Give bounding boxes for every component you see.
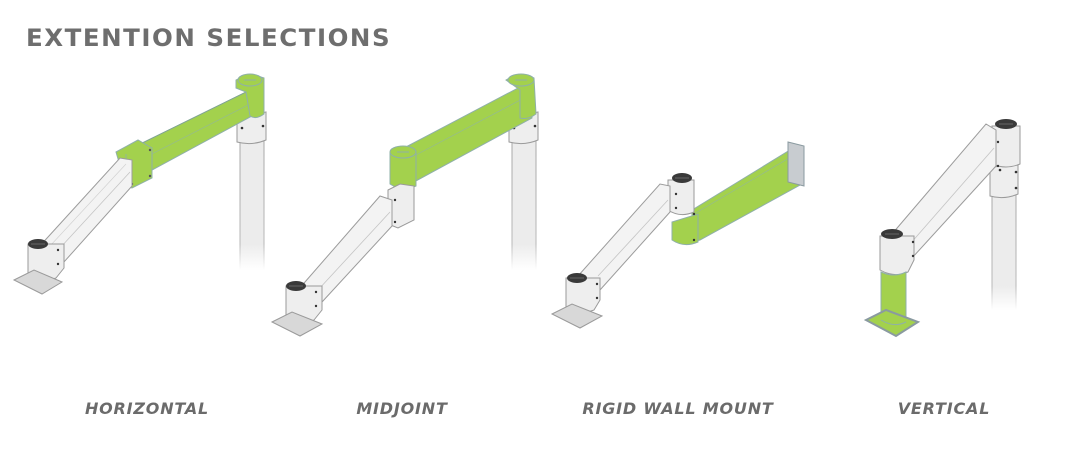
rigid-wall-mount-illustration [550,141,805,329]
option-label-rigid-wall-mount: RIGID WALL MOUNT [582,399,774,418]
option-label-horizontal: HORIZONTAL [84,399,210,418]
midjoint-illustration [270,73,539,337]
option-label-midjoint: MIDJOINT [356,399,448,418]
option-label-vertical: VERTICAL [897,399,991,418]
base-pivot [879,235,915,276]
vertical-illustration [863,119,1021,338]
support-pole [239,139,265,271]
pole-collar [989,161,1019,199]
horizontal-extension-arm [115,73,265,189]
support-pole [511,139,537,271]
base-plate [550,303,604,329]
lower-arm [577,183,671,293]
vertical-riser-post [863,271,921,338]
base-plate [12,269,64,295]
support-pole [991,189,1017,311]
base-plate [270,311,324,337]
wall-plate [787,141,805,187]
horizontal-illustration [12,73,267,295]
midjoint-extension-arm [389,73,537,190]
wall-mount-extension-arm [671,141,805,246]
page-title: EXTENTION SELECTIONS [26,24,392,52]
